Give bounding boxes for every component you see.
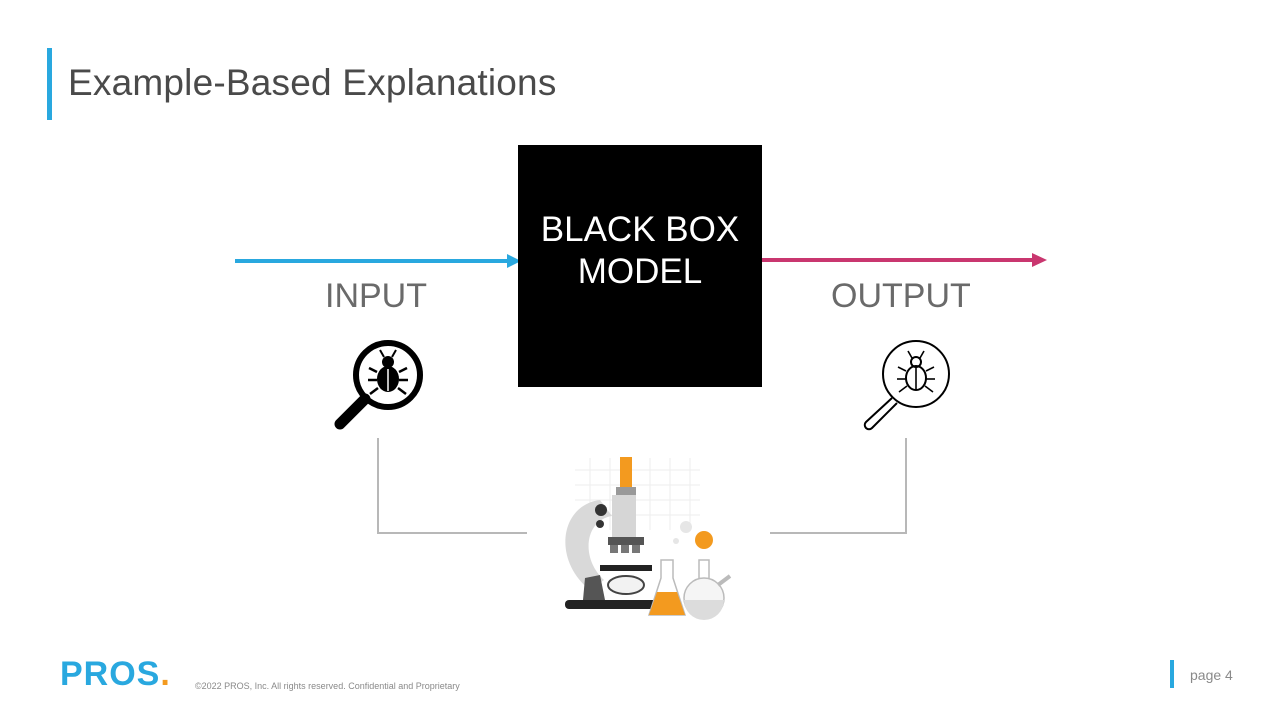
feedback-connector-left — [377, 438, 527, 534]
page-number: page 4 — [1190, 667, 1233, 683]
black-box-label-line1: BLACK BOX — [540, 210, 740, 249]
input-arrow — [235, 254, 521, 268]
output-label: OUTPUT — [831, 277, 971, 315]
input-label: INPUT — [325, 277, 427, 315]
copyright-footer: ©2022 PROS, Inc. All rights reserved. Co… — [195, 681, 460, 691]
output-arrow — [762, 253, 1047, 267]
black-box-model: BLACK BOX MODEL — [518, 145, 762, 387]
title-accent-bar — [47, 48, 52, 120]
feedback-connector-right — [770, 438, 907, 534]
slide-title: Example-Based Explanations — [68, 62, 557, 103]
page-accent-bar — [1170, 660, 1174, 688]
logo-text: PROS — [60, 655, 161, 693]
magnifier-bug-icon — [334, 340, 423, 430]
pros-logo: PROS. — [60, 655, 171, 694]
black-box-label-line2: MODEL — [577, 252, 703, 291]
magnifier-bug-outline-icon — [863, 340, 950, 431]
microscope-lab-icon — [565, 457, 732, 620]
logo-dot: . — [160, 655, 171, 693]
